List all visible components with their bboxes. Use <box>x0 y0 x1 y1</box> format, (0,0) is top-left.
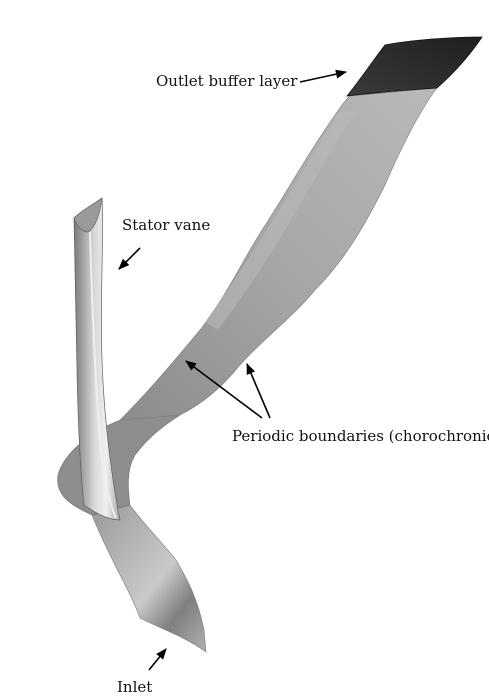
inlet-arrow <box>149 649 166 670</box>
stator-vane-label: Stator vane <box>122 218 210 233</box>
stator-arrow <box>119 248 140 269</box>
inlet-label: Inlet <box>117 680 152 695</box>
channel-lower-bend <box>58 415 180 515</box>
outlet-arrow <box>300 72 346 82</box>
inlet-surface <box>92 505 206 652</box>
outlet-buffer-layer <box>347 37 482 96</box>
outlet-buffer-layer-label: Outlet buffer layer <box>156 74 297 89</box>
channel-main-surface <box>120 88 437 420</box>
periodic-boundaries-label: Periodic boundaries (chorochronic) <box>232 429 489 444</box>
